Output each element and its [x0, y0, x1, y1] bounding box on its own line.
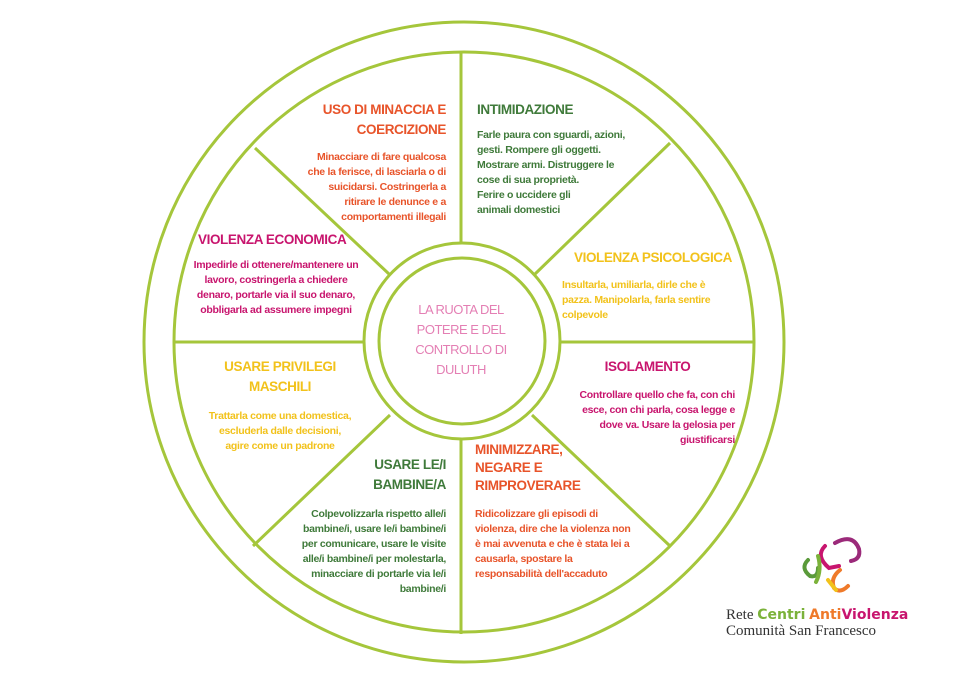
section-title: USO DI MINACCIA E COERCIZIONE	[322, 102, 447, 137]
section-using-children: USARE LE/I BAMBINE/A Colpevolizzarla ris…	[250, 455, 447, 597]
section-body: Controllare quello che fa, con chi esce,…	[579, 389, 736, 446]
logo-word-anti: Anti	[809, 607, 842, 623]
logo-line-2: Comunità San Francesco	[726, 623, 876, 639]
section-title: INTIMIDAZIONE	[477, 102, 574, 117]
spoke-lower-left	[251, 413, 392, 548]
spoke-upper-right	[532, 141, 672, 277]
logo-word-violenza: Violenza	[841, 607, 909, 623]
section-title: USARE LE/I BAMBINE/A	[373, 457, 446, 492]
section-body: Minacciare di fare qualcosa che la feris…	[307, 151, 447, 223]
section-psychological-violence: VIOLENZA PSICOLOGICA Insultarla, umiliar…	[562, 248, 752, 323]
hub-title: LA RUOTA DEL POTERE E DEL CONTROLLO DI D…	[415, 302, 507, 377]
section-male-privilege: USARE PRIVILEGI MASCHILI Trattarla come …	[180, 357, 380, 454]
outer-ring-outer	[142, 20, 786, 664]
section-minimize-deny-blame: MINIMIZZARE, NEGARE E RIMPROVERARE Ridic…	[475, 441, 675, 582]
spoke-upper-left	[253, 146, 391, 276]
logo-word-rete: Rete	[726, 607, 754, 623]
hub-ring-inner	[377, 256, 547, 426]
logo-word-centri: Centri	[757, 607, 806, 623]
section-title: MINIMIZZARE, NEGARE E RIMPROVERARE	[475, 442, 581, 493]
section-title: VIOLENZA ECONOMICA	[198, 232, 347, 247]
section-body: Trattarla come una domestica, escluderla…	[208, 410, 352, 452]
section-isolation: ISOLAMENTO Controllare quello che fa, co…	[540, 357, 736, 448]
section-body: Colpevolizzarla rispetto alle/i bambine/…	[301, 508, 447, 595]
logo-icon	[802, 537, 862, 593]
section-body: Impedirle di ottenere/mantenere un lavor…	[193, 259, 359, 316]
section-title: USARE PRIVILEGI MASCHILI	[224, 359, 336, 394]
section-body: Ridicolizzare gli episodi di violenza, d…	[475, 508, 631, 580]
logo-text: Rete Centri AntiViolenza Comunità San Fr…	[726, 607, 908, 639]
section-body: Farle paura con sguardi, azioni, gesti. …	[477, 129, 625, 216]
logo-line-1: Rete Centri AntiViolenza	[726, 607, 908, 623]
section-threat-coercion: USO DI MINACCIA E COERCIZIONE Minacciare…	[250, 100, 447, 225]
section-body: Insultarla, umiliarla, dirle che è pazza…	[562, 279, 711, 321]
section-intimidation: INTIMIDAZIONE Farle paura con sguardi, a…	[477, 100, 677, 218]
spoke-lower-right	[530, 413, 672, 548]
section-title: ISOLAMENTO	[604, 359, 691, 374]
section-economic-violence: VIOLENZA ECONOMICA Impedirle di ottenere…	[178, 230, 374, 318]
section-title: VIOLENZA PSICOLOGICA	[574, 250, 733, 265]
